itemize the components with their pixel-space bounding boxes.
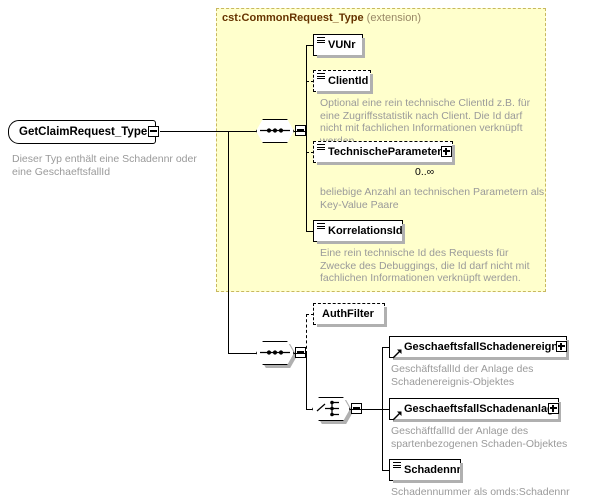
choice-icon <box>312 397 350 421</box>
description-clientid: Optional eine rein technische ClientId z… <box>320 97 531 147</box>
description-geschaeftsfallschadenereignis: GeschäftsfallId der Anlage des Schadener… <box>391 363 534 388</box>
description-korrelationsid: Eine rein technische Id des Requests für… <box>320 247 530 284</box>
connector-choice-stub <box>350 409 362 410</box>
connector-choice-vertical <box>306 353 307 409</box>
node-shadow <box>317 241 405 244</box>
node-shadow <box>317 55 365 58</box>
extension-group-keyword: (extension) <box>366 12 422 24</box>
sequence-collapse-icon[interactable] <box>295 347 306 358</box>
connector-to-authfilter <box>306 314 314 315</box>
node-shadow <box>317 91 373 94</box>
extension-group-label: cst:CommonRequest_Type (extension) <box>222 12 421 24</box>
node-label: GeschaeftsfallSchadenanlage <box>404 403 560 415</box>
root-collapse-icon[interactable] <box>148 126 159 137</box>
node-shadow <box>317 324 387 327</box>
connector-sequence-stub <box>294 131 306 132</box>
connector-to-korrelationsid <box>306 231 314 232</box>
schadenereignis-expand-icon[interactable] <box>556 341 567 352</box>
connector-to-schadenanlage <box>382 409 390 410</box>
connector-root-to-sequence-main <box>228 353 258 354</box>
connector-root-to-sequence <box>160 131 257 132</box>
extension-group-name: cst:CommonRequest_Type <box>222 12 364 24</box>
node-technischeparameter[interactable]: TechnischeParameter <box>313 141 455 165</box>
connector-choice-spine-link <box>362 409 382 410</box>
choice-compositor[interactable] <box>312 397 362 424</box>
node-authfilter[interactable]: AuthFilter <box>313 303 387 327</box>
element-reference-icon <box>392 408 402 421</box>
node-label: VUNr <box>328 39 356 51</box>
description-technischeparameter: beliebige Anzahl an technischen Paramete… <box>320 186 545 211</box>
node-korrelationsid[interactable]: KorrelationsId <box>313 220 405 244</box>
sequence-glyph <box>260 350 290 355</box>
node-clientid[interactable]: ClientId <box>313 70 373 94</box>
node-label: AuthFilter <box>322 308 374 320</box>
connector-choice-spine <box>382 347 383 470</box>
technischeparameter-expand-icon[interactable] <box>441 146 452 157</box>
node-shadow-right <box>402 224 405 244</box>
sequence-icon <box>256 119 294 143</box>
node-shadow-right <box>460 463 463 483</box>
element-reference-icon <box>392 346 402 359</box>
node-shadow-right <box>362 38 365 58</box>
node-shadow <box>393 357 569 360</box>
node-schadennr[interactable]: Schadennr <box>389 459 463 483</box>
reference-arrow-glyph <box>392 349 402 359</box>
node-shadow-right <box>384 307 387 327</box>
schadenanlage-expand-icon[interactable] <box>548 403 559 414</box>
node-shadow <box>393 419 561 422</box>
node-label: KorrelationsId <box>328 225 403 237</box>
root-type-node[interactable]: GetClaimRequest_Type <box>8 120 156 144</box>
cardinality-technischeparameter: 0..∞ <box>415 166 435 178</box>
connector-root-branch-vertical <box>228 131 229 353</box>
node-label: TechnischeParameter <box>328 146 442 158</box>
connector-to-clientid <box>306 81 314 82</box>
connector-to-vunr <box>306 45 314 46</box>
node-shadow-right <box>452 145 455 165</box>
node-geschaeftsfallschadenereignis[interactable]: GeschaeftsfallSchadenereignis <box>389 336 569 360</box>
description-geschaeftsfallschadenanlage: GeschäftfallId der Anlage des spartenbez… <box>391 425 568 450</box>
reference-arrow-glyph <box>392 411 402 421</box>
element-icon <box>317 73 325 80</box>
element-icon <box>393 462 401 469</box>
description-schadennr: Schadennummer als omds:Schadennr <box>391 486 570 498</box>
node-label: GeschaeftsfallSchadenereignis <box>404 341 568 353</box>
connector-sequence-main-stub <box>294 353 306 354</box>
node-label: Schadennr <box>404 464 461 476</box>
sequence-compositor-common[interactable] <box>256 119 306 146</box>
sequence-glyph <box>260 128 290 133</box>
node-label: ClientId <box>328 75 369 87</box>
connector-to-technischeparameter <box>306 152 314 153</box>
root-type-label: GetClaimRequest_Type <box>19 126 148 138</box>
root-type-description: Dieser Typ enthält eine Schadennr oder e… <box>12 153 197 178</box>
sequence-icon <box>256 341 294 365</box>
connector-to-schadennr <box>382 470 390 471</box>
sequence-compositor-main[interactable] <box>256 341 306 368</box>
connector-authfilter-vertical <box>306 314 307 354</box>
node-geschaeftsfallschadenanlage[interactable]: GeschaeftsfallSchadenanlage <box>389 398 561 422</box>
node-shadow <box>317 162 455 165</box>
choice-collapse-icon[interactable] <box>351 403 362 414</box>
node-shadow-right <box>558 402 561 422</box>
node-shadow-right <box>370 74 373 94</box>
node-shadow-right <box>566 340 569 360</box>
choice-glyph <box>316 400 339 417</box>
connector-to-schadenereignis <box>382 347 390 348</box>
element-icon <box>317 144 325 151</box>
sequence-collapse-icon[interactable] <box>295 125 306 136</box>
element-icon <box>317 223 325 230</box>
connector-to-choice <box>306 409 314 410</box>
connector-sequence-spine <box>306 45 307 231</box>
element-icon <box>317 37 325 44</box>
node-shadow <box>393 480 463 483</box>
node-vunr[interactable]: VUNr <box>313 34 365 58</box>
